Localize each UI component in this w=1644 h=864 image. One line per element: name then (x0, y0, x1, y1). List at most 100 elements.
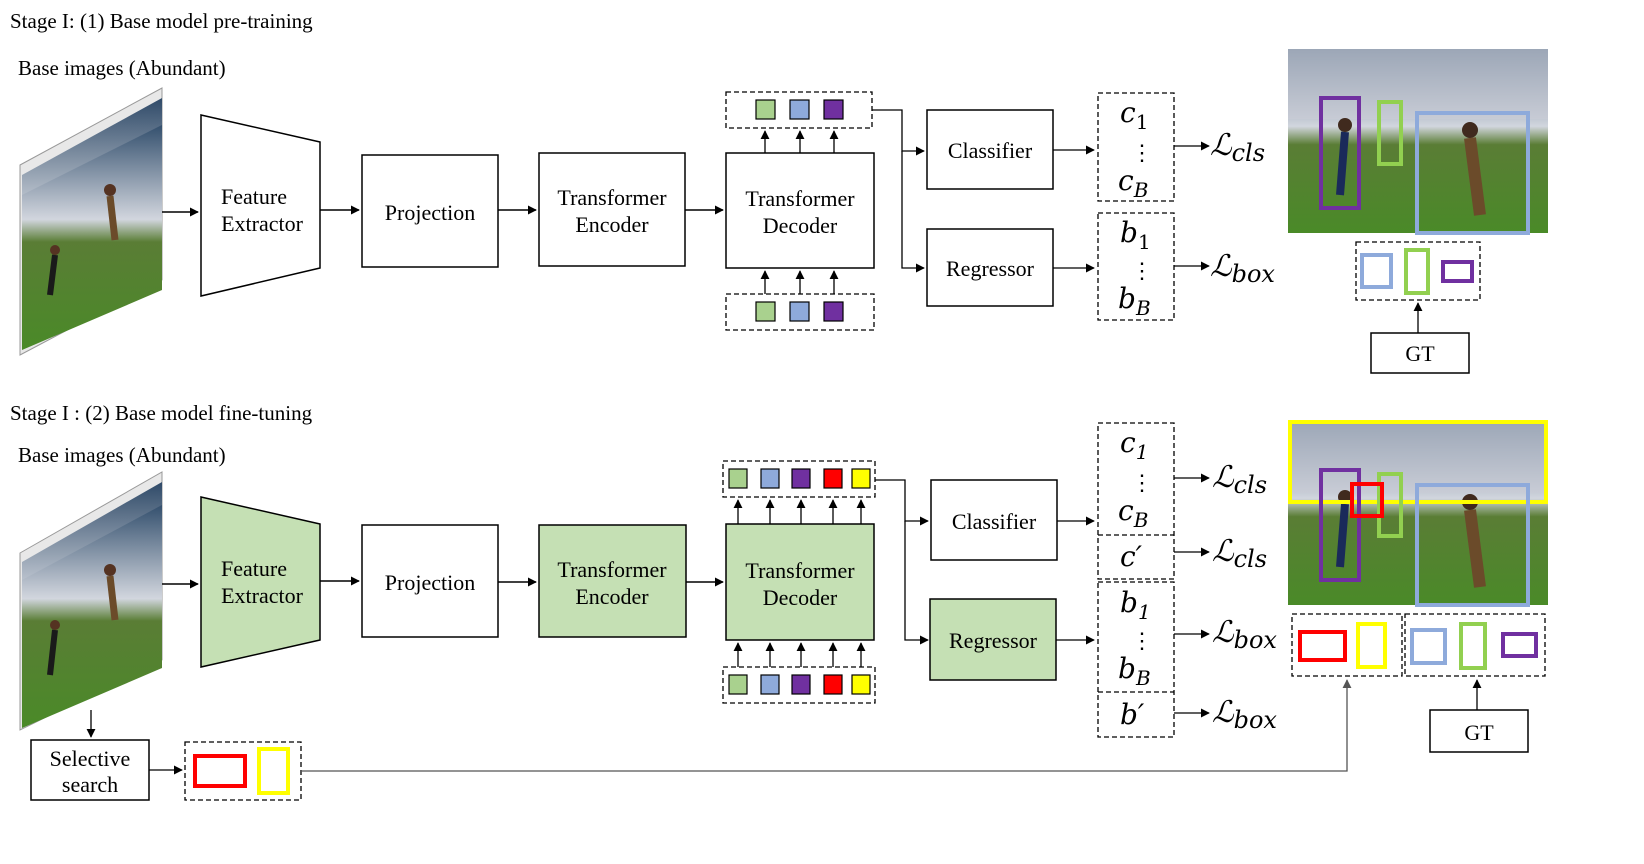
stage1-feature-extractor (200, 114, 321, 297)
stage2-gt-box-purple (1501, 632, 1538, 658)
stage2-b1: b1 (1120, 586, 1151, 624)
stage1-gt-box-purple (1441, 260, 1474, 283)
stage1-images-label: Base images (Abundant) (18, 56, 226, 80)
stage2-ss-proposal-red (193, 754, 247, 788)
stage2-c-dots: ⋮ (1131, 470, 1153, 495)
stage1-gt-label: GT (1405, 341, 1435, 366)
stage2-bB: bB (1118, 652, 1151, 690)
stage1-bB: bB (1118, 282, 1151, 320)
stage2-input-queries (722, 666, 876, 704)
stage1-target-photo (1288, 49, 1548, 235)
stage2-decoder-up-arrows (733, 499, 866, 667)
stage2-fe-line1: Feature (221, 556, 287, 581)
stage1-decoder-up-arrows (760, 130, 839, 294)
stage2-selective-search (30, 739, 150, 801)
stage1-regressor-label: Regressor (946, 256, 1035, 281)
stage2-gt-box-blue (1410, 628, 1447, 665)
stage2-title: Stage I : (2) Base model fine-tuning (10, 401, 313, 425)
stage1-loss-box: ℒbox (1210, 249, 1275, 288)
stage2-fe-line2: Extractor (221, 583, 304, 608)
stage2-branch-to-regressor (904, 521, 929, 645)
stage2-ss-line2: search (62, 772, 118, 797)
stage2-pseudo-box-yellow (1356, 622, 1387, 669)
stage1-gt-box-blue (1360, 253, 1393, 289)
stage1-fe-line2: Extractor (221, 211, 304, 236)
stage1-c-dots: ⋮ (1131, 140, 1153, 165)
stage1-loss-cls: ℒcls (1210, 128, 1265, 167)
stage2-c1: c1 (1120, 426, 1148, 464)
stage1-in-query-purple (823, 301, 844, 322)
stage1-encoder (538, 152, 686, 267)
stage1-in-query-green (755, 301, 776, 322)
stage2-encoder (538, 524, 687, 638)
stage2-in-query-yellow (851, 674, 871, 695)
stage2-ss-line1: Selective (50, 746, 131, 771)
stage2-ss-proposal-yellow (257, 747, 290, 795)
stage1-title: Stage I: (1) Base model pre-training (10, 9, 313, 33)
stage2-gt-label: GT (1464, 720, 1494, 745)
stage2-encoder-line1: Transformer (557, 557, 667, 582)
stage1-projection-label: Projection (385, 200, 475, 225)
stage1-projection (361, 154, 499, 268)
stage2-loss-box-b: ℒbox (1212, 695, 1277, 734)
stage2-box-predictions (1097, 581, 1175, 738)
stage1-out-query-blue (789, 99, 810, 120)
stage1-in-query-blue (789, 301, 810, 322)
stage1-out-query-green (755, 99, 776, 120)
stage1-class-predictions (1097, 92, 1175, 202)
stage1-classifier-label: Classifier (948, 138, 1033, 163)
stage1-fe-line1: Feature (221, 184, 287, 209)
stage2-projection (361, 524, 499, 638)
stage1-cB: cB (1118, 164, 1148, 202)
stage2-decoder-line2: Decoder (763, 585, 838, 610)
stage2-encoder-line2: Encoder (575, 584, 649, 609)
stage2-in-query-red (823, 674, 843, 695)
stage1-branch-to-regressor (901, 151, 925, 273)
stage2-gt-box-green (1459, 622, 1487, 670)
stage2-in-query-blue (760, 674, 780, 695)
stage2-regressor-label: Regressor (949, 628, 1038, 653)
stage2-cB: cB (1118, 494, 1148, 532)
stage2-c-prime: c′ (1120, 540, 1143, 573)
stage2-out-query-red (823, 468, 843, 489)
stage2-b-prime: b′ (1120, 698, 1145, 731)
stage2-b-dots: ⋮ (1131, 628, 1153, 653)
stage2-in-query-green (728, 674, 748, 695)
stage2-in-query-purple (791, 674, 811, 695)
stage2-target-photo (1288, 420, 1548, 607)
stage2-images-label: Base images (Abundant) (18, 443, 226, 467)
stage1-base-image-stack (19, 87, 163, 356)
stage2-loss-cls-a: ℒcls (1212, 460, 1267, 499)
stage1-b1: b1 (1120, 216, 1151, 254)
stage1-encoder-line2: Encoder (575, 212, 649, 237)
stage2-feature-extractor (200, 496, 321, 668)
stage2-projection-label: Projection (385, 570, 475, 595)
stage1-c1: c1 (1120, 96, 1148, 134)
stage2-classifier-label: Classifier (952, 509, 1037, 534)
stage2-class-predictions (1097, 422, 1175, 580)
stage2-decoder (725, 523, 875, 641)
stage2-classifier (930, 479, 1058, 561)
stage2-gt (1429, 709, 1529, 753)
stage2-out-query-green (728, 468, 748, 489)
stage2-out-query-yellow (851, 468, 871, 489)
stage1-encoder-line1: Transformer (557, 185, 667, 210)
stage2-decoder-line1: Transformer (745, 558, 855, 583)
stage1-regressor (926, 228, 1054, 307)
stage1-decoder-line2: Decoder (763, 213, 838, 238)
stage1-gt-box-green (1404, 248, 1430, 295)
stage2-pseudo-box-red (1298, 630, 1347, 662)
stage1-gt (1370, 332, 1470, 374)
stage2-loss-box-a: ℒbox (1212, 615, 1277, 654)
stage2-out-query-blue (760, 468, 780, 489)
stage2-loss-cls-b: ℒcls (1212, 534, 1267, 573)
stage1-classifier (926, 109, 1054, 190)
stage2-branch-to-classifier (875, 479, 929, 526)
stage2-out-query-purple (791, 468, 811, 489)
stage1-branch-to-classifier (872, 109, 925, 156)
stage2-regressor (929, 598, 1057, 681)
stage2-base-image-stack (19, 471, 163, 731)
stage1-b-dots: ⋮ (1131, 258, 1153, 283)
stage1-decoder-line1: Transformer (745, 186, 855, 211)
